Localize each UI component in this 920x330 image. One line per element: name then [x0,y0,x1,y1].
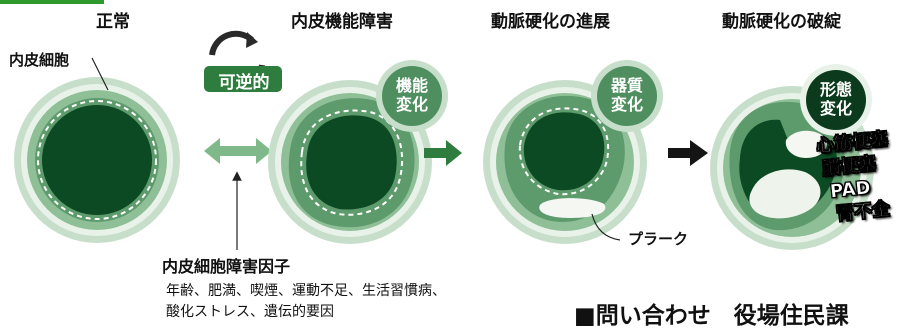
factors-line2: 酸化ストレス、遺伝的要因 [166,304,334,320]
plaque-pointer-line [591,213,621,241]
badge-functional-line2: 変化 [395,95,428,114]
reversible-label: 可逆的 [218,73,270,93]
stage-title-rupture: 動脈硬化の破綻 [722,12,841,32]
factors-description: 年齢、肥満、喫煙、運動不足、生活習慣病、 酸化ストレス、遺伝的要因 [166,281,446,323]
badge-functional-change [376,60,448,132]
contact-heading: ■問い合わせ 役場住民課 [574,303,849,329]
badge-morphological-change-text: 形態 変化 [816,80,856,118]
badge-morphological-line2: 変化 [819,99,852,118]
cycle-arrows-icon [204,30,282,92]
factors-title: 内皮細胞障害因子 [162,257,291,276]
badge-structural-line2: 変化 [610,95,643,114]
badge-structural-change-text: 器質 変化 [607,76,647,114]
stage-title-progression: 動脈硬化の進展 [491,12,610,32]
badge-structural-change [591,60,663,132]
plaque-label: プラーク [628,230,689,248]
factors-line1: 年齢、肥満、喫煙、運動不足、生活習慣病、 [166,283,446,299]
vessel-rupture [710,86,874,250]
badge-functional-change-text: 機能 変化 [392,76,432,114]
stage-title-normal: 正常 [96,12,130,32]
vessel-progression [483,80,647,244]
badge-structural-line1: 器質 [610,76,643,95]
vessel-normal [14,77,180,243]
reversible-double-arrow [204,138,272,164]
endothelial-pointer-line [91,57,109,91]
badge-morphological-line1: 形態 [819,80,852,99]
progress-arrow-1 [424,140,462,166]
disease-list: 心筋梗塞 脳梗塞 PAD 腎不全 [815,129,916,226]
badge-functional-line1: 機能 [395,76,428,95]
badge-morphological-change [800,64,872,136]
header-accent-bar [0,0,104,4]
endothelial-cell-label: 内皮細胞 [9,51,70,69]
progress-arrow-2 [668,140,708,166]
stage-title-endothelial-dysfunction: 内皮機能障害 [291,12,393,32]
